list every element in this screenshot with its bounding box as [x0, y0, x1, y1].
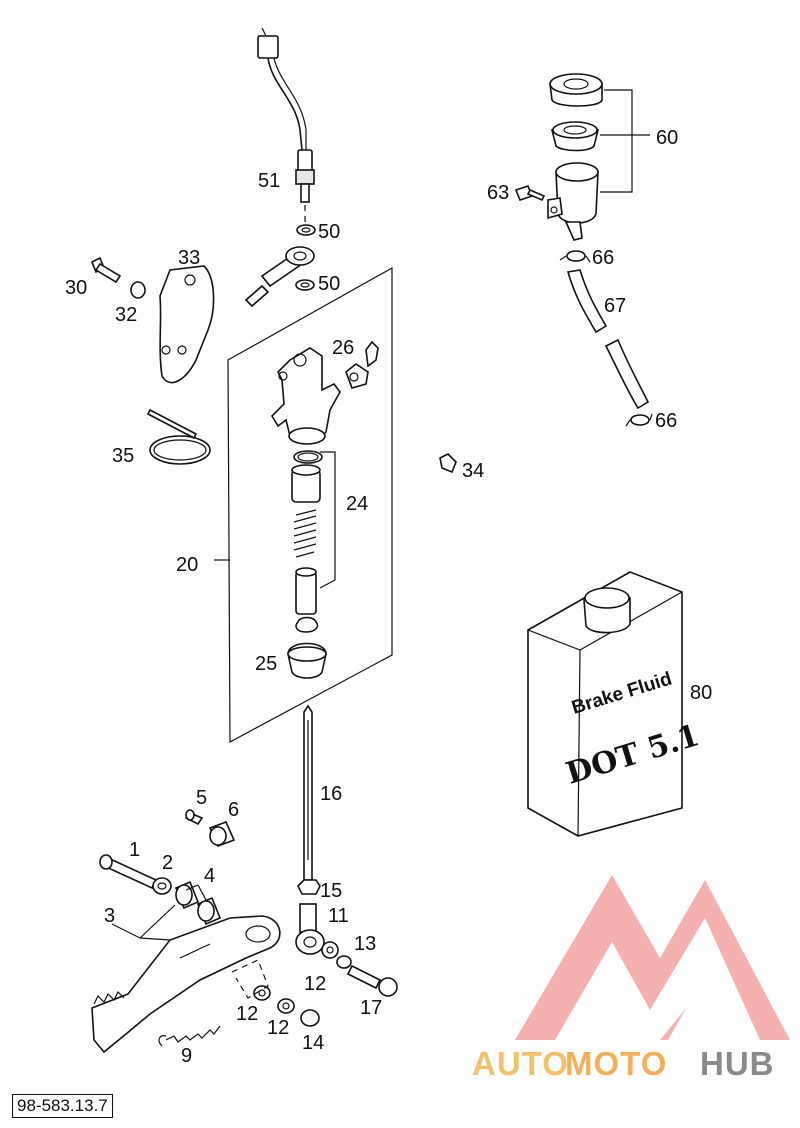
- watermark-hub: HUB: [700, 1045, 775, 1082]
- callout-66-lower: 66: [655, 410, 677, 432]
- callout-12-mid: 12: [267, 1017, 289, 1039]
- nut-15: [297, 879, 321, 895]
- callout-6: 6: [228, 799, 239, 821]
- clevis-11: [295, 903, 325, 955]
- reservoir-diaphragm: [550, 121, 600, 152]
- callout-25: 25: [255, 653, 277, 675]
- nut-13: [336, 955, 352, 969]
- callout-15: 15: [320, 880, 342, 902]
- fitting-26: [345, 340, 379, 389]
- brake-light-switch: [257, 27, 315, 203]
- callout-51: 51: [258, 170, 280, 192]
- callout-35: 35: [112, 445, 134, 467]
- washer-2: [152, 877, 172, 895]
- cable-tie-35: [146, 408, 211, 465]
- callout-1: 1: [129, 839, 140, 861]
- piston-kit: [291, 450, 323, 633]
- callout-2: 2: [162, 852, 173, 874]
- washer-50-upper: [296, 224, 316, 236]
- bolt-30: [90, 256, 122, 284]
- callout-20: 20: [176, 554, 198, 576]
- washer-50-lower: [295, 279, 315, 291]
- callout-5: 5: [196, 787, 207, 809]
- brake-fluid-can: Brake Fluid DOT 5.1: [527, 571, 703, 837]
- diagram-code: 98-583.13.7: [12, 1094, 113, 1118]
- hose-67: [566, 269, 650, 410]
- washer-12-b: [277, 998, 295, 1014]
- callout-17: 17: [360, 997, 382, 1019]
- pedal-pin-1: [99, 854, 158, 890]
- callout-9: 9: [181, 1045, 192, 1067]
- return-spring: [158, 1025, 221, 1047]
- clip-34: [439, 453, 457, 474]
- watermark-moto: MOTO: [565, 1045, 668, 1082]
- callout-26: 26: [332, 337, 354, 359]
- callout-numbers: 51 50 50 33 30 32 26 35 24 20 25 16 5 6 …: [65, 127, 712, 1067]
- callout-3: 3: [104, 905, 115, 927]
- boot-25: [287, 642, 327, 679]
- callout-16: 16: [320, 783, 342, 805]
- leader-lines: [111, 559, 230, 941]
- callout-12-left: 12: [236, 1003, 258, 1025]
- bushing-3: [174, 880, 222, 926]
- nut-32: [130, 281, 146, 299]
- reservoir-cap: [549, 73, 603, 107]
- nut-14: [300, 1009, 320, 1027]
- banjo-hose-fitting: [244, 246, 315, 308]
- callout-30: 30: [65, 277, 87, 299]
- callout-13: 13: [354, 933, 376, 955]
- callout-50-lower: 50: [318, 273, 340, 295]
- callout-63: 63: [487, 182, 509, 204]
- washer-12-a: [253, 985, 271, 1001]
- watermark-auto: AUTO: [472, 1045, 569, 1082]
- brake-pedal: [91, 915, 281, 1054]
- heel-guard-33: [159, 265, 215, 384]
- callout-14: 14: [302, 1032, 324, 1054]
- callout-50-upper: 50: [318, 221, 340, 243]
- callout-24: 24: [346, 493, 368, 515]
- screw-63: [514, 185, 546, 202]
- bolt-17: [346, 964, 398, 997]
- master-cylinder-body: [270, 347, 341, 445]
- watermark-logo: [515, 875, 790, 1040]
- reservoir-body: [547, 162, 599, 241]
- callout-12-right: 12: [304, 973, 326, 995]
- callout-4: 4: [204, 865, 215, 887]
- hose-clamp-66-upper: [559, 250, 591, 263]
- callout-80: 80: [690, 682, 712, 704]
- screw-5: [185, 809, 204, 826]
- washer-12-right: [321, 941, 339, 959]
- spacer-6: [208, 820, 236, 848]
- callout-67: 67: [604, 295, 626, 317]
- master-cylinder-frame: [227, 266, 393, 744]
- callout-66-upper: 66: [592, 247, 614, 269]
- push-rod: [303, 704, 313, 881]
- callout-60: 60: [656, 127, 678, 149]
- callout-32: 32: [115, 304, 137, 326]
- hose-clamp-66-lower: [625, 413, 653, 427]
- callout-11: 11: [328, 905, 349, 927]
- callout-33: 33: [178, 247, 200, 269]
- callout-34: 34: [462, 460, 484, 482]
